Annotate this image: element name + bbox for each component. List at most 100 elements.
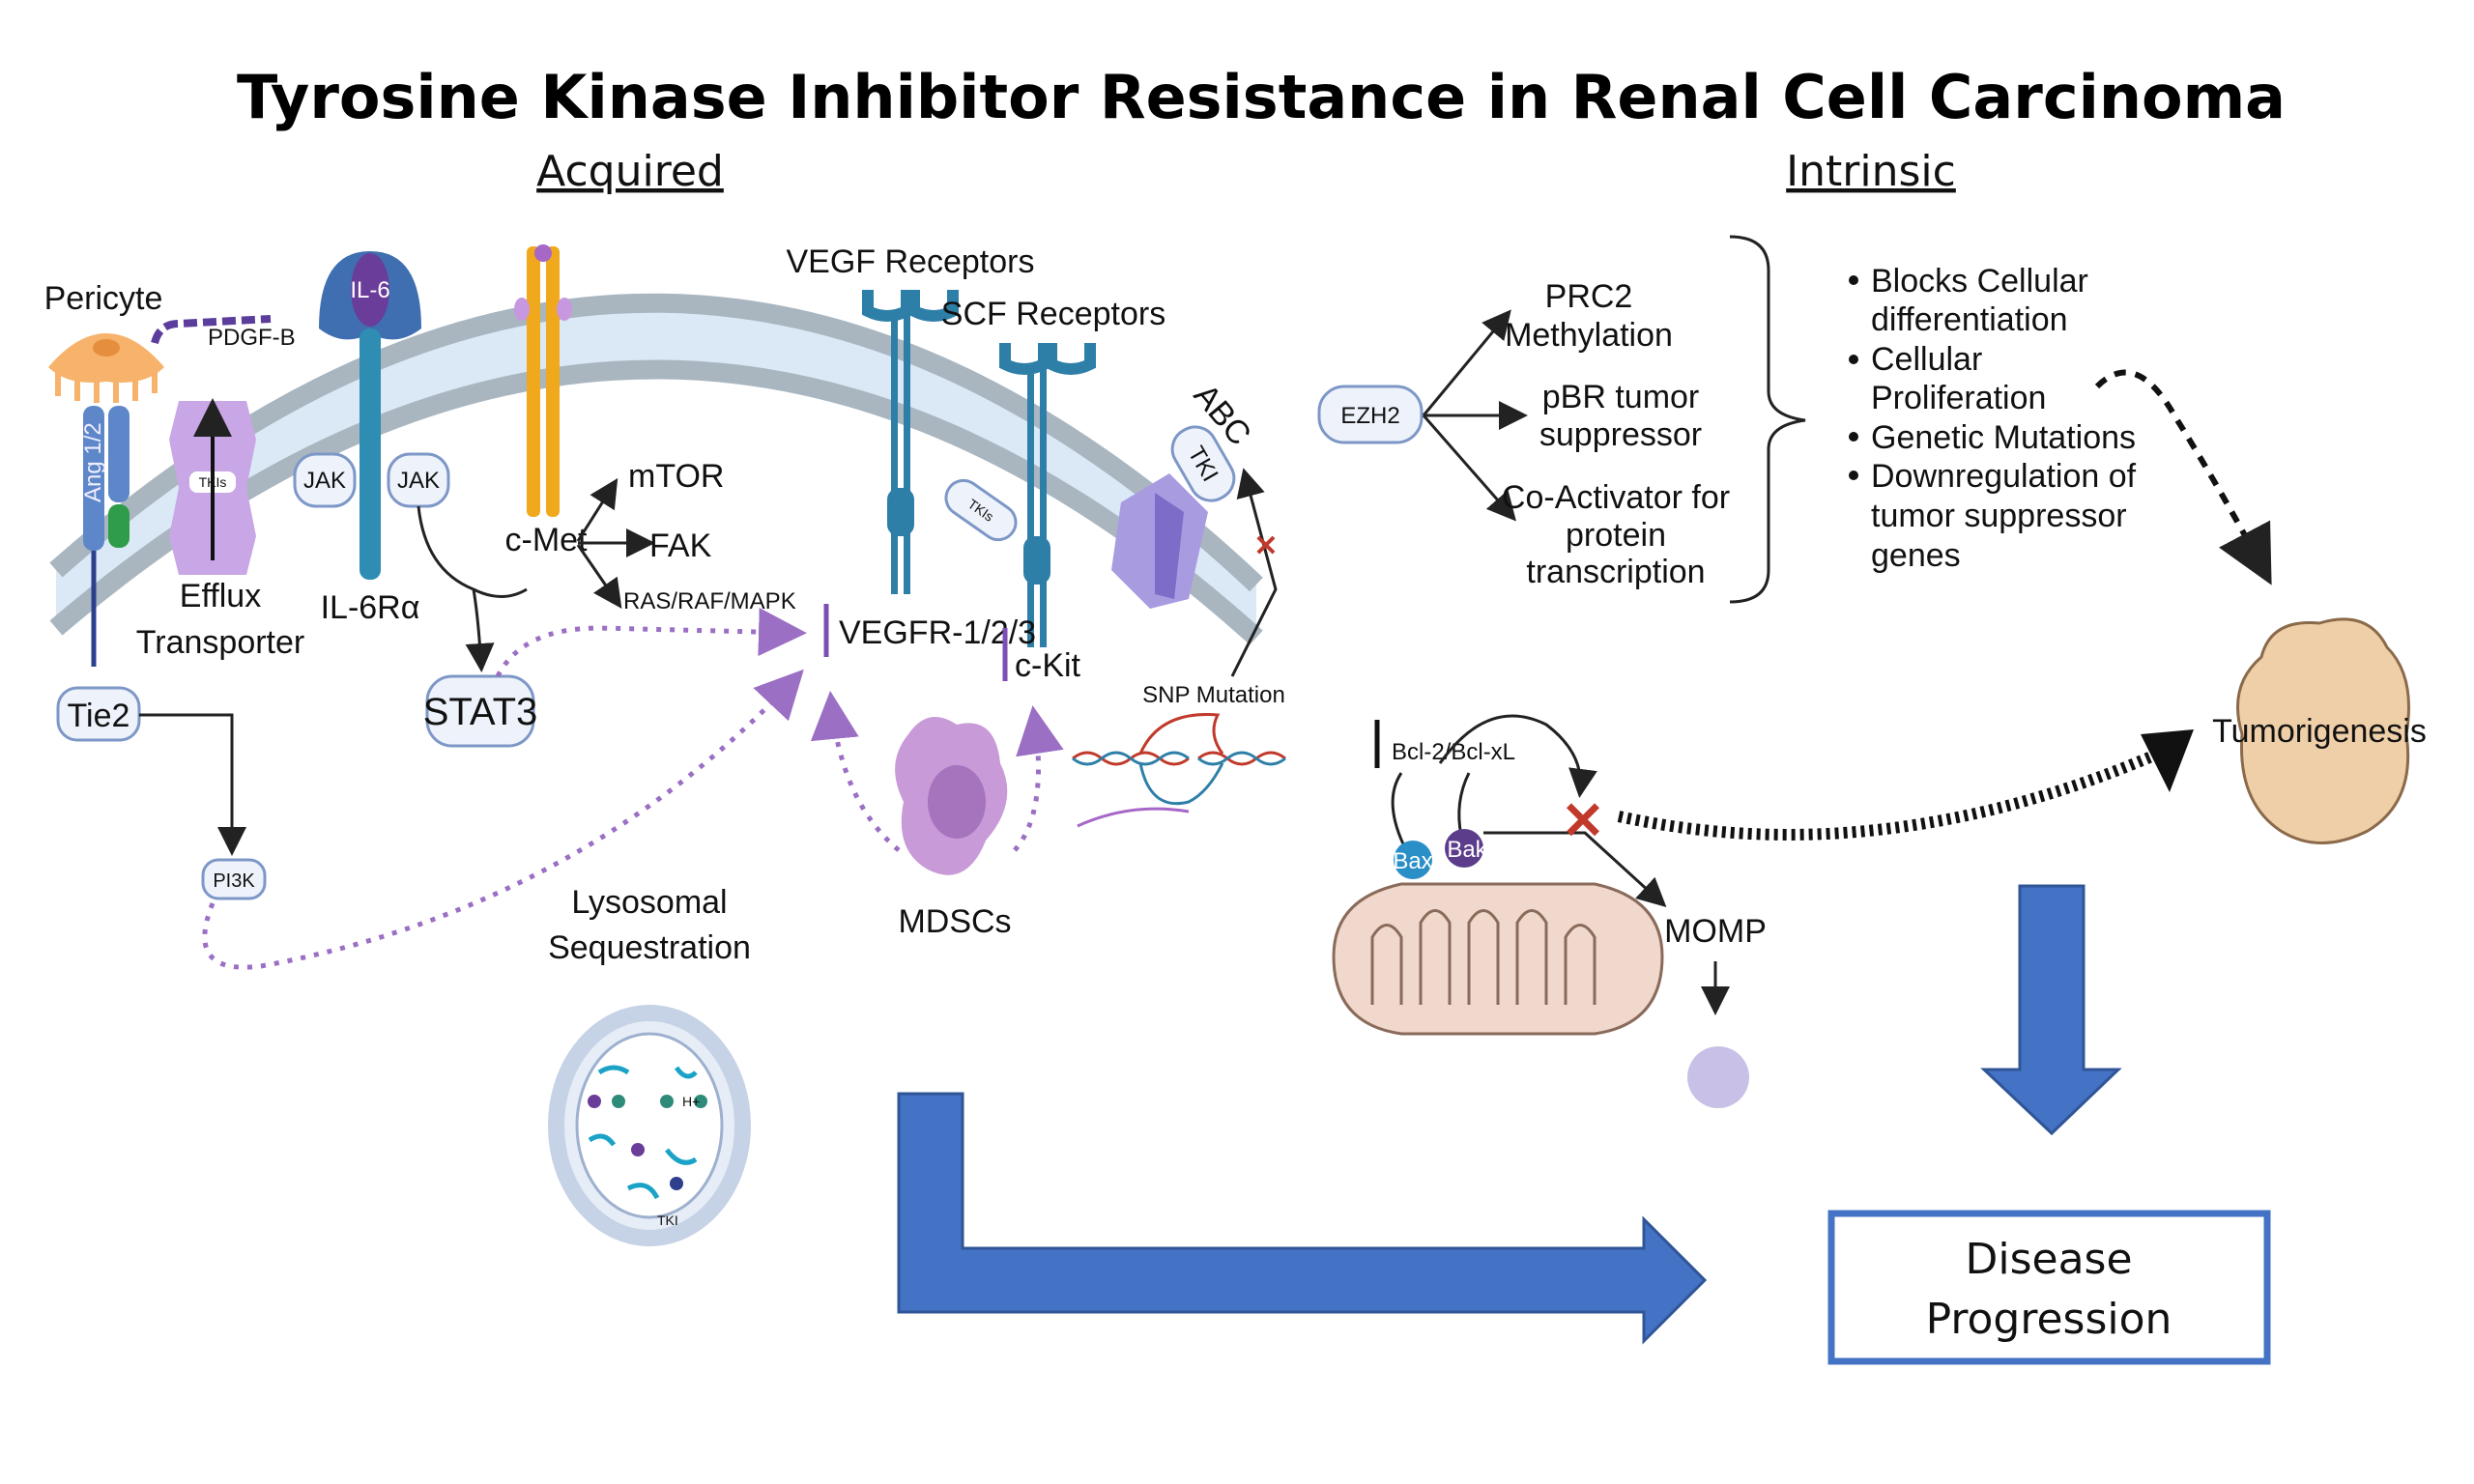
- tumorigenesis-label: Tumorigenesis: [2212, 713, 2427, 750]
- pi3k-dashed-arrow: [202, 669, 804, 970]
- vegf-receptors-label: VEGF Receptors: [787, 243, 1035, 280]
- cmet-receptor-icon: [514, 244, 572, 517]
- consequence-list: Blocks Cellular differentiation Cellular…: [1849, 263, 2137, 574]
- section-acquired: Acquired: [536, 147, 724, 196]
- mdscs-label: MDSCs: [898, 903, 1011, 940]
- list-tumorigenesis-dashed-arrow: [2094, 369, 2272, 585]
- pbr-label-1: pBR tumor: [1542, 379, 1700, 415]
- bullet-4-line-1: Downregulation of: [1871, 458, 2137, 495]
- section-intrinsic: Intrinsic: [1786, 147, 1956, 196]
- prc2-label-2: Methylation: [1505, 317, 1673, 354]
- lysosomal-label-1: Lysosomal: [571, 884, 727, 921]
- lyso-hplus-label: H+: [682, 1094, 700, 1109]
- bak-label: Bak: [1447, 837, 1487, 863]
- lyso-tki-label: TKI: [657, 1213, 678, 1228]
- bullet-4-line-3: genes: [1871, 537, 1961, 574]
- efflux-label-2: Transporter: [136, 624, 304, 661]
- pdgf-b-label: PDGF-B: [208, 325, 296, 351]
- bak-momp-arrow: [1483, 831, 1667, 908]
- bax-icon: [1394, 841, 1432, 879]
- bullet-1-line-2: differentiation: [1871, 301, 2068, 338]
- mitochondrion-cristae-icon: [1370, 909, 1597, 1005]
- jak-right-label: JAK: [397, 468, 440, 494]
- pi3k-node: [201, 858, 267, 900]
- disease-progression-line-2: Progression: [1926, 1295, 2172, 1344]
- snp-label: SNP Mutation: [1142, 682, 1285, 708]
- brace-icon: [1729, 235, 1806, 604]
- tie2-label: Tie2: [68, 698, 130, 734]
- stat3-label: STAT3: [423, 691, 538, 733]
- cmet-mtor-arrow: [576, 477, 618, 542]
- prc2-label-1: PRC2: [1545, 278, 1633, 315]
- jak-left-node: [293, 452, 357, 508]
- mdsc-nucleus-icon: [928, 765, 986, 839]
- bullet-3-line-1: Genetic Mutations: [1871, 419, 2136, 456]
- pericyte-label: Pericyte: [44, 280, 163, 317]
- ezh2-prc2-arrow: [1422, 309, 1511, 416]
- disease-progression-line-1: Disease: [1965, 1235, 2132, 1284]
- bullet-2-line-2: Proliferation: [1871, 380, 2046, 416]
- abc-tki-node: [1170, 425, 1236, 502]
- bullet-4-line-2: tumor suppressor: [1871, 498, 2127, 534]
- stat3-node: [425, 674, 535, 748]
- scf-receptor-icon: [999, 343, 1096, 647]
- mdsc-vegfr-arrow: [810, 691, 901, 852]
- bullet-1-line-1: Blocks Cellular: [1871, 263, 2088, 300]
- ezh2-node: [1317, 385, 1424, 444]
- ras-raf-mapk-label: RAS/RAF/MAPK: [623, 588, 796, 614]
- apoptosis-tumorigenesis-dashed-arrow: [1617, 743, 2172, 841]
- lysosomal-label-2: Sequestration: [548, 929, 751, 966]
- fak-label: FAK: [649, 528, 712, 564]
- momp-label: MOMP: [1664, 913, 1767, 950]
- cmet-ras-arrow: [576, 544, 622, 609]
- bcl-label: Bcl-2/Bcl-xL: [1392, 739, 1515, 765]
- figure-title: Tyrosine Kinase Inhibitor Resistance in …: [237, 62, 2286, 132]
- ezh2-label: EZH2: [1340, 403, 1399, 429]
- bullet-2-line-1: Cellular: [1871, 341, 1982, 378]
- tkis-node: [944, 478, 1018, 542]
- pi3k-label: PI3K: [213, 870, 255, 892]
- cmet-label: c-Met: [505, 522, 589, 558]
- jak-left-label: JAK: [303, 468, 346, 494]
- abc-transporter-icon: [1111, 473, 1208, 609]
- pericyte-icon: [48, 333, 164, 403]
- mdsc-ckit-arrow: [1013, 705, 1064, 852]
- ezh2-coactivator-arrow: [1422, 414, 1516, 522]
- stat3-dashed-arrow: [495, 608, 807, 678]
- efflux-transporter-icon: [169, 398, 256, 575]
- apoptotic-cell-icon: [1687, 1046, 1749, 1108]
- tie2-pi3k-arrow: [139, 713, 246, 856]
- il6ra-label: IL-6Rα: [321, 589, 420, 626]
- lysosome-icon: [548, 1005, 751, 1246]
- mtor-label: mTOR: [628, 458, 724, 495]
- tie2-receptor-icon: [83, 406, 129, 667]
- il6-receptor-icon: [319, 251, 421, 580]
- ang-label: Ang 1/2: [80, 422, 106, 502]
- bcl-curve-arrow: [1438, 714, 1597, 798]
- acquired-progression-arrow: [897, 1092, 1708, 1345]
- inhibition-x-icon: ✕: [1561, 792, 1604, 850]
- vegf-receptor-icon: [862, 290, 959, 594]
- arrowhead-icon: [2141, 729, 2194, 792]
- inhibition-x-icon: ✕: [1253, 530, 1278, 562]
- dna-mutation-icon: [1072, 713, 1286, 828]
- efflux-label-1: Efflux: [180, 578, 261, 614]
- tumor-icon: [2236, 617, 2410, 844]
- coactivator-label-1: Co-Activator for: [1502, 479, 1730, 516]
- pbr-label-2: suppressor: [1539, 416, 1702, 453]
- bax-label: Bax: [1393, 848, 1432, 874]
- intrinsic-progression-arrow: [1980, 884, 2122, 1136]
- scf-receptors-label: SCF Receptors: [941, 296, 1165, 332]
- efflux-tkis-label: TKIs: [199, 474, 227, 490]
- pdgf-b-icon: [151, 315, 272, 345]
- snp-abc-arrow: [1230, 468, 1278, 677]
- ckit-label: c-Kit: [1015, 647, 1081, 684]
- coactivator-label-3: transcription: [1526, 554, 1705, 590]
- il6-label: IL-6: [350, 277, 389, 303]
- jak-stat3-arrow: [417, 505, 528, 667]
- bak-icon: [1445, 829, 1483, 868]
- disease-progression-box: [1827, 1210, 2271, 1365]
- coactivator-label-2: protein: [1566, 517, 1666, 554]
